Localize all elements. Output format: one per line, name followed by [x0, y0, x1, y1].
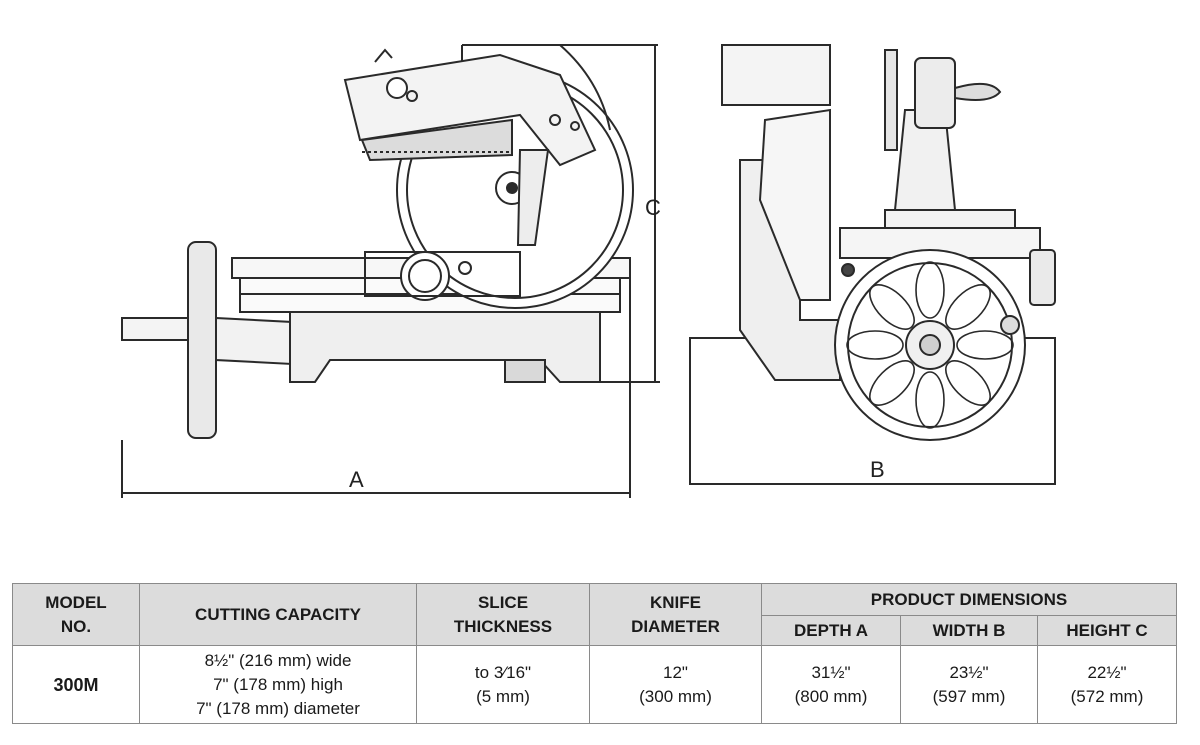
slicer-technical-drawing: A C [121, 44, 1056, 498]
header-knife-diameter: KNIFE DIAMETER [589, 583, 762, 646]
header-model-no: MODEL NO. [12, 583, 140, 646]
header-product-dimensions: PRODUCT DIMENSIONS [760, 583, 1178, 616]
dimension-label-c: C [645, 195, 661, 220]
cell-width-b: 23½" (597 mm) [900, 645, 1038, 724]
header-width-b: WIDTH B [900, 615, 1038, 646]
side-view: A C [121, 44, 661, 498]
cell-slice-thickness: to 3⁄16" (5 mm) [416, 645, 590, 724]
cell-height-c: 22½" (572 mm) [1036, 645, 1178, 724]
cell-knife-diameter: 12" (300 mm) [589, 645, 762, 724]
table-row: 300M 8½" (216 mm) wide 7" (178 mm) high … [12, 645, 1178, 724]
header-depth-a: DEPTH A [761, 615, 901, 646]
cell-cutting-capacity: 8½" (216 mm) wide 7" (178 mm) high 7" (1… [139, 645, 417, 724]
front-view: B [689, 44, 1056, 485]
dimension-label-a: A [349, 467, 364, 492]
dimension-label-b: B [870, 457, 885, 482]
spec-table: MODEL NO. CUTTING CAPACITY SLICE THICKNE… [12, 583, 1178, 724]
header-height-c: HEIGHT C [1036, 615, 1178, 646]
header-slice-thickness: SLICE THICKNESS [416, 583, 590, 646]
cell-depth-a: 31½" (800 mm) [761, 645, 901, 724]
cell-model: 300M [12, 645, 140, 724]
header-cutting-capacity: CUTTING CAPACITY [139, 583, 417, 646]
